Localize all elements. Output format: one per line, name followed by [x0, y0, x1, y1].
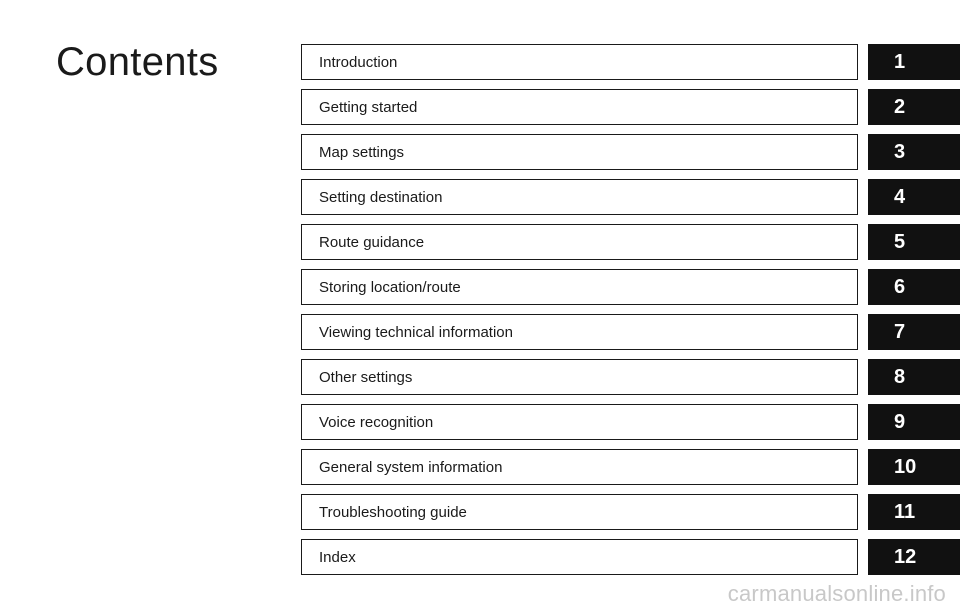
chapter-tab-5[interactable]: 5: [868, 224, 960, 260]
toc-entry-index[interactable]: Index: [301, 539, 858, 575]
toc-row-8: Other settings 8: [301, 359, 960, 395]
toc-row-10: General system information 10: [301, 449, 960, 485]
toc-row-3: Map settings 3: [301, 134, 960, 170]
chapter-tab-8[interactable]: 8: [868, 359, 960, 395]
toc-entry-introduction[interactable]: Introduction: [301, 44, 858, 80]
toc-row-11: Troubleshooting guide 11: [301, 494, 960, 530]
chapter-tab-4[interactable]: 4: [868, 179, 960, 215]
table-of-contents: Introduction 1 Getting started 2 Map set…: [301, 44, 960, 584]
toc-row-2: Getting started 2: [301, 89, 960, 125]
page-title: Contents: [56, 40, 219, 84]
chapter-tab-6[interactable]: 6: [868, 269, 960, 305]
toc-entry-storing-location-route[interactable]: Storing location/route: [301, 269, 858, 305]
toc-entry-troubleshooting-guide[interactable]: Troubleshooting guide: [301, 494, 858, 530]
chapter-tab-1[interactable]: 1: [868, 44, 960, 80]
toc-row-5: Route guidance 5: [301, 224, 960, 260]
toc-entry-map-settings[interactable]: Map settings: [301, 134, 858, 170]
chapter-tab-12[interactable]: 12: [868, 539, 960, 575]
toc-row-1: Introduction 1: [301, 44, 960, 80]
site-watermark: carmanualsonline.info: [727, 581, 946, 606]
toc-row-7: Viewing technical information 7: [301, 314, 960, 350]
toc-entry-route-guidance[interactable]: Route guidance: [301, 224, 858, 260]
chapter-tab-7[interactable]: 7: [868, 314, 960, 350]
toc-row-9: Voice recognition 9: [301, 404, 960, 440]
toc-entry-other-settings[interactable]: Other settings: [301, 359, 858, 395]
chapter-tab-2[interactable]: 2: [868, 89, 960, 125]
toc-row-12: Index 12: [301, 539, 960, 575]
toc-entry-general-system-information[interactable]: General system information: [301, 449, 858, 485]
toc-entry-setting-destination[interactable]: Setting destination: [301, 179, 858, 215]
toc-entry-getting-started[interactable]: Getting started: [301, 89, 858, 125]
toc-row-6: Storing location/route 6: [301, 269, 960, 305]
toc-entry-voice-recognition[interactable]: Voice recognition: [301, 404, 858, 440]
chapter-tab-9[interactable]: 9: [868, 404, 960, 440]
chapter-tab-10[interactable]: 10: [868, 449, 960, 485]
chapter-tab-11[interactable]: 11: [868, 494, 960, 530]
chapter-tab-3[interactable]: 3: [868, 134, 960, 170]
toc-entry-viewing-technical-information[interactable]: Viewing technical information: [301, 314, 858, 350]
toc-row-4: Setting destination 4: [301, 179, 960, 215]
